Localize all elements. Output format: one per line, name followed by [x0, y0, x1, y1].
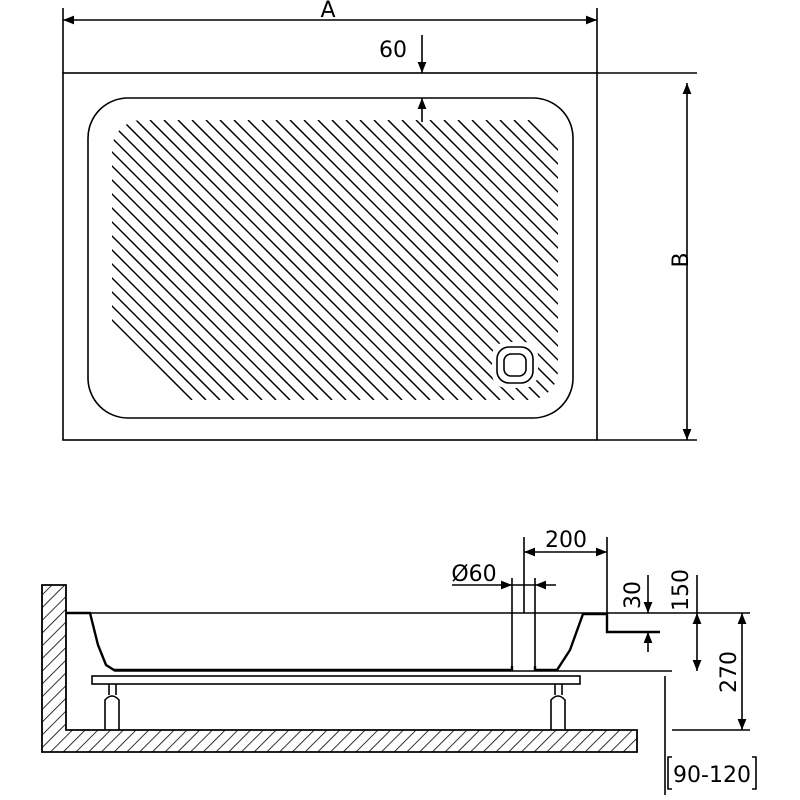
- stripe: [112, 120, 347, 400]
- stripe: [752, 120, 800, 400]
- stripe: [401, 120, 558, 400]
- stripe: [724, 120, 800, 400]
- stripe: [359, 120, 558, 400]
- stripe: [640, 120, 800, 400]
- stripe: [205, 120, 487, 400]
- stripe: [696, 120, 800, 400]
- stripe: [373, 120, 558, 400]
- stripe: [612, 120, 800, 400]
- stripe: [415, 120, 558, 400]
- stripe: [112, 120, 207, 400]
- stripe: [112, 120, 389, 400]
- stripe: [527, 120, 558, 400]
- stripe: [149, 120, 431, 400]
- side-view: 200 Ø60 30 150 270 90-120: [41, 528, 757, 795]
- dimension-a-label: A: [320, 0, 335, 23]
- stripe: [738, 120, 800, 400]
- tray-outline: [62, 72, 598, 441]
- stripe: [112, 120, 193, 400]
- stripe: [794, 120, 800, 400]
- stripe: [457, 120, 558, 400]
- stripe: [112, 120, 221, 400]
- stripe: [112, 120, 319, 400]
- stripe: [780, 120, 800, 400]
- stripe: [317, 120, 558, 400]
- drain-icon: [496, 346, 534, 384]
- support-leg: [104, 684, 120, 730]
- stripe: [233, 120, 515, 400]
- stripe: [112, 120, 361, 400]
- top-view: A 60 B: [62, 0, 800, 441]
- stripe: [112, 120, 235, 400]
- stripe: [598, 120, 800, 400]
- support-leg: [550, 684, 566, 730]
- stripe: [191, 120, 473, 400]
- leg-range-label: 90-120: [673, 763, 751, 788]
- tray-basin: [87, 97, 574, 419]
- stripe: [112, 120, 249, 400]
- stripe: [247, 120, 529, 400]
- stripe: [163, 120, 445, 400]
- dimension-b-label: B: [669, 252, 694, 267]
- stripe: [112, 120, 263, 400]
- rim-offset-label: 60: [379, 38, 407, 63]
- stripe: [387, 120, 558, 400]
- stripe: [345, 120, 558, 400]
- stripe: [499, 120, 558, 400]
- stripe: [219, 120, 501, 400]
- stripe: [766, 120, 800, 400]
- tray-depth-label: 150: [669, 569, 694, 611]
- stripe: [112, 120, 277, 400]
- anti-slip-stripes: [112, 120, 800, 400]
- stripe: [112, 120, 375, 400]
- base-frame: [91, 675, 581, 685]
- stripe: [112, 120, 333, 400]
- tray-profile: [66, 611, 660, 672]
- stripe: [626, 120, 800, 400]
- drain-offset-label: 200: [545, 528, 587, 553]
- step-height-label: 30: [621, 581, 646, 609]
- stripe: [331, 120, 558, 400]
- stripe: [121, 120, 403, 400]
- stripe: [135, 120, 417, 400]
- stripe: [710, 120, 800, 400]
- stripe: [485, 120, 558, 400]
- wall-floor-section: [41, 584, 638, 753]
- stripe: [429, 120, 558, 400]
- stripe: [443, 120, 558, 400]
- stripe: [112, 120, 305, 400]
- stripe: [177, 120, 459, 400]
- stripe: [471, 120, 558, 400]
- stripe: [112, 120, 291, 400]
- drain-diameter-label: Ø60: [451, 562, 496, 587]
- drain-inner: [503, 353, 527, 377]
- total-height-label: 270: [717, 651, 742, 693]
- stripe: [682, 120, 800, 400]
